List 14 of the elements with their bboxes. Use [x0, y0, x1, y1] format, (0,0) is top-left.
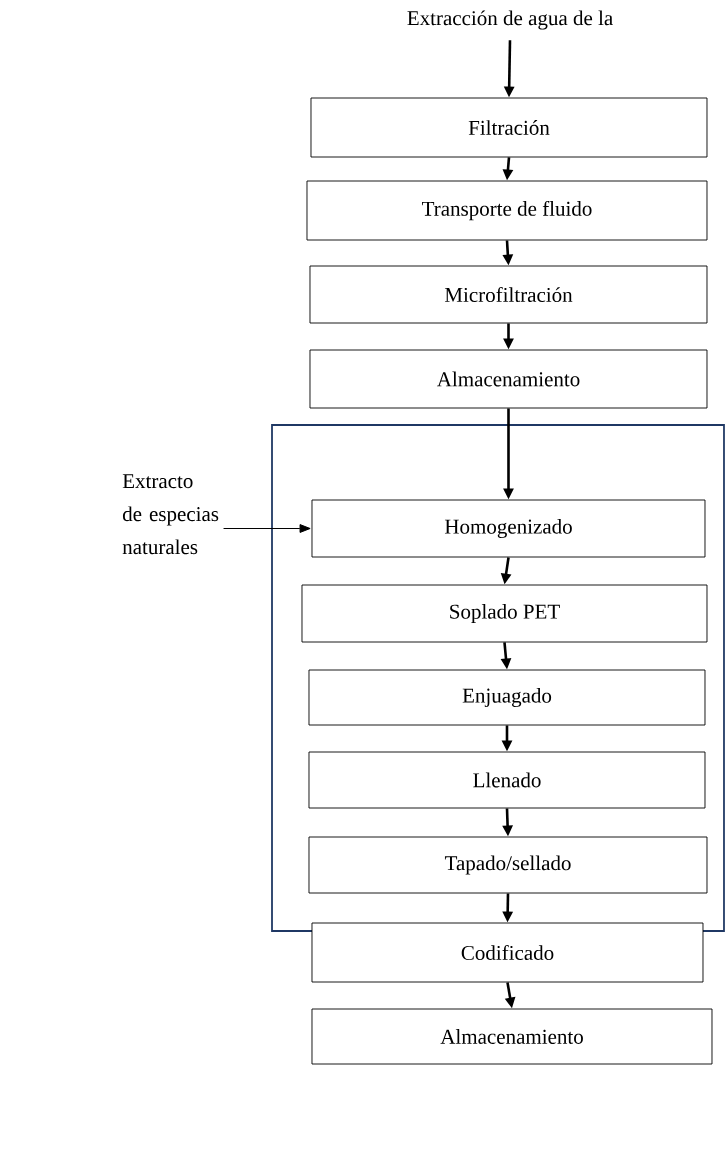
process-box: Transporte de fluido — [306, 180, 708, 241]
process-box: Enjuagado — [308, 669, 706, 726]
process-box: Homogenizado — [311, 499, 706, 558]
arrow — [223, 524, 311, 533]
step-label: Extracción de agua de la — [407, 10, 613, 30]
process-box: Soplado PET — [301, 584, 708, 643]
step-label: Extracto de especias naturales — [122, 474, 219, 555]
process-box: Codificado — [311, 922, 704, 983]
process-box: Almacenamiento — [311, 1008, 713, 1065]
process-box: Filtración — [310, 97, 708, 158]
process-box: Almacenamiento — [309, 349, 708, 409]
process-box: Microfiltración — [309, 265, 708, 324]
process-box: Tapado/sellado — [308, 836, 708, 894]
process-box: Llenado — [308, 751, 706, 809]
